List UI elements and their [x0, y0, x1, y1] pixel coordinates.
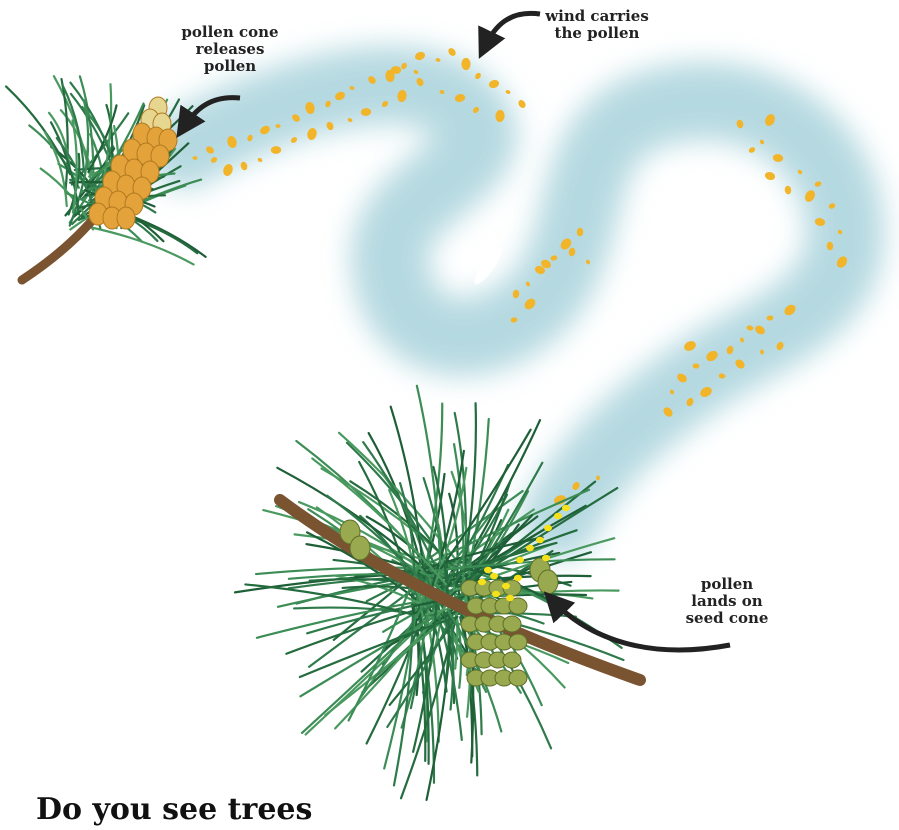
- pollen-grain: [492, 591, 500, 597]
- pollen-grain: [193, 156, 198, 160]
- label-pollen-release: pollen cone releases pollen: [160, 24, 300, 75]
- pine-needle: [88, 227, 194, 265]
- upper-needles: [6, 76, 206, 264]
- wind-gap: [470, 245, 505, 288]
- pollen-grain: [517, 99, 527, 110]
- label-pollen-lands: pollen lands on seed cone: [672, 576, 782, 627]
- pollen-grain: [784, 185, 792, 194]
- pollen-grain: [764, 171, 776, 182]
- pollen-grain: [536, 537, 544, 543]
- pollen-grain: [562, 505, 570, 511]
- pollen-grain: [516, 557, 524, 563]
- pollen-grain: [484, 567, 492, 573]
- pollen-grain: [514, 575, 522, 581]
- pollen-grain: [542, 555, 550, 561]
- pollen-grain: [478, 579, 486, 585]
- label-wind: wind carries the pollen: [532, 8, 662, 42]
- pollen-cone-scale: [117, 207, 135, 229]
- page-heading: Do you see trees: [36, 790, 312, 830]
- seed-cone-scale: [509, 670, 527, 686]
- pollen-grain: [506, 595, 514, 601]
- seed-cone-scale: [509, 634, 527, 650]
- pollen-cone: [89, 97, 177, 229]
- seed-cone-scale: [503, 652, 521, 668]
- pollen-grain: [502, 583, 510, 589]
- pollen-grain: [505, 89, 511, 94]
- pollen-grain: [257, 157, 263, 163]
- pollen-grain: [526, 545, 534, 551]
- seed-cone-scale: [350, 536, 370, 560]
- pollen-grain: [554, 513, 562, 519]
- pollen-grain: [544, 525, 552, 531]
- seed-cone-scale: [503, 616, 521, 632]
- seed-cone-scale: [538, 570, 558, 594]
- pollen-grain: [490, 573, 498, 579]
